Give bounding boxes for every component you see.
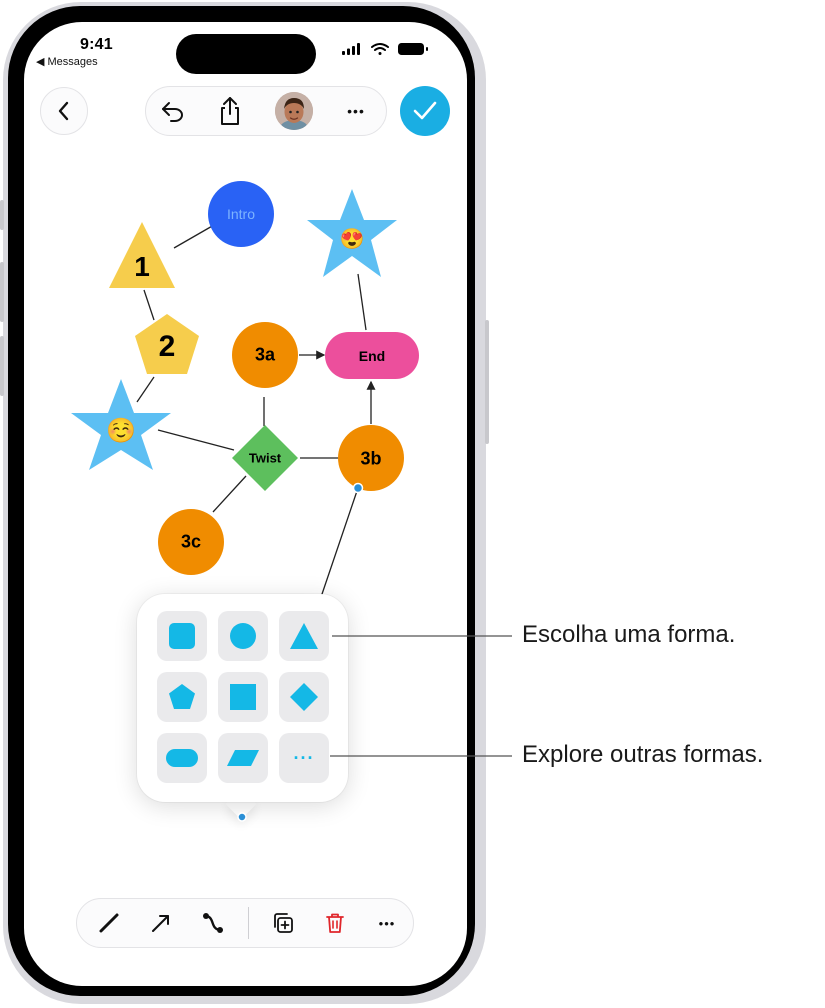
battery-icon: [398, 43, 428, 55]
pentagon-shape-icon: [169, 684, 195, 709]
node-3c[interactable]: [158, 509, 224, 575]
node-3b-label: 3b: [360, 448, 382, 469]
circle-shape-icon: [230, 623, 256, 649]
undo-icon: [162, 102, 183, 122]
app-screen: 9:41 ◀ Messages: [24, 22, 467, 986]
wifi-icon: [371, 43, 389, 55]
node-smile-label: ☺️: [106, 417, 136, 445]
undo-button[interactable]: [157, 96, 189, 126]
node-heart-eyes-label: 😍: [339, 228, 365, 251]
node-end-label: End: [358, 348, 386, 364]
chevron-left-icon: [58, 101, 69, 121]
shape-option-pill[interactable]: [157, 733, 207, 783]
delete-icon: [326, 913, 344, 933]
more-shapes-icon: ···: [293, 747, 315, 768]
shape-option-pentagon[interactable]: [157, 672, 207, 722]
collaborator-avatar[interactable]: [275, 92, 313, 130]
diagram-canvas: [71, 181, 419, 601]
node-twist-diamond[interactable]: [232, 425, 298, 491]
node-intro-label: Intro: [226, 206, 256, 222]
square-shape-icon: [230, 684, 256, 710]
node-2-label: 2: [158, 330, 176, 363]
side-button: [0, 262, 4, 322]
status-icons: [342, 43, 428, 55]
shape-option-rounded-square[interactable]: [157, 611, 207, 661]
duplicate-icon: [274, 913, 293, 933]
status-time: 9:41: [80, 36, 113, 53]
callout-explore-shapes: Explore outras formas.: [522, 741, 764, 768]
more-options-button[interactable]: •••: [378, 915, 396, 931]
dynamic-island: [176, 34, 316, 74]
bottom-toolbar: •••: [76, 898, 414, 948]
shape-picker-popup: ···: [137, 594, 348, 802]
more-button[interactable]: •••: [347, 103, 365, 119]
shape-option-diamond[interactable]: [279, 672, 329, 722]
connector-lines: [136, 224, 376, 601]
node-1-label: 1: [134, 251, 150, 282]
toolbar-divider: [248, 907, 249, 939]
connector-line: [357, 273, 367, 331]
duplicate-button[interactable]: [265, 899, 301, 947]
done-button[interactable]: [400, 86, 450, 136]
popup-anchor-handle: [237, 812, 247, 822]
shape-option-circle[interactable]: [218, 611, 268, 661]
callout-choose-shape: Escolha uma forma.: [522, 621, 736, 648]
node-twist-label: Twist: [248, 450, 282, 466]
shape-option-triangle[interactable]: [279, 611, 329, 661]
shape-option-parallelogram[interactable]: [218, 733, 268, 783]
connector-line: [143, 289, 155, 321]
node-3c-label: 3c: [180, 531, 202, 552]
connector-line: [157, 429, 235, 451]
node-3b[interactable]: [338, 425, 404, 491]
signal-icon: [342, 43, 360, 55]
delete-button[interactable]: [317, 899, 353, 947]
back-button[interactable]: [40, 87, 88, 135]
top-toolbar: •••: [145, 86, 387, 136]
connector-line: [173, 224, 215, 249]
arrow-line-icon: [152, 915, 169, 932]
arrow-tool-button[interactable]: [143, 899, 179, 947]
share-button[interactable]: [214, 93, 246, 129]
share-icon: [221, 97, 239, 125]
parallelogram-shape-icon: [227, 750, 259, 766]
pen-tool-button[interactable]: [91, 899, 127, 947]
connector-line: [319, 487, 359, 601]
connector-line: [212, 475, 247, 513]
node-heart-eyes-star[interactable]: [307, 189, 397, 277]
diamond-shape-icon: [290, 683, 318, 711]
checkmark-icon: [413, 101, 437, 120]
rounded-square-shape-icon: [169, 623, 195, 649]
side-button: [0, 200, 4, 230]
node-3a[interactable]: [232, 322, 298, 388]
node-end[interactable]: [325, 332, 419, 379]
more-shapes-button[interactable]: ···: [279, 733, 329, 783]
side-button: [0, 336, 4, 396]
node-intro[interactable]: [208, 181, 274, 247]
connector-line: [136, 376, 155, 403]
memoji-avatar-icon: [275, 92, 313, 130]
connection-handle[interactable]: [352, 482, 364, 494]
triangle-shape-icon: [290, 623, 318, 649]
node-smile-star[interactable]: [71, 379, 171, 470]
node-2-pentagon[interactable]: [135, 314, 199, 374]
side-button: [485, 320, 489, 444]
node-1-triangle[interactable]: [109, 222, 175, 288]
connector-icon: [203, 913, 223, 933]
node-3a-label: 3a: [254, 344, 276, 365]
connector-tool-button[interactable]: [195, 899, 231, 947]
pen-line-icon: [99, 913, 119, 933]
pill-shape-icon: [166, 749, 198, 767]
shape-option-square[interactable]: [218, 672, 268, 722]
back-to-app-link[interactable]: ◀ Messages: [36, 56, 98, 68]
